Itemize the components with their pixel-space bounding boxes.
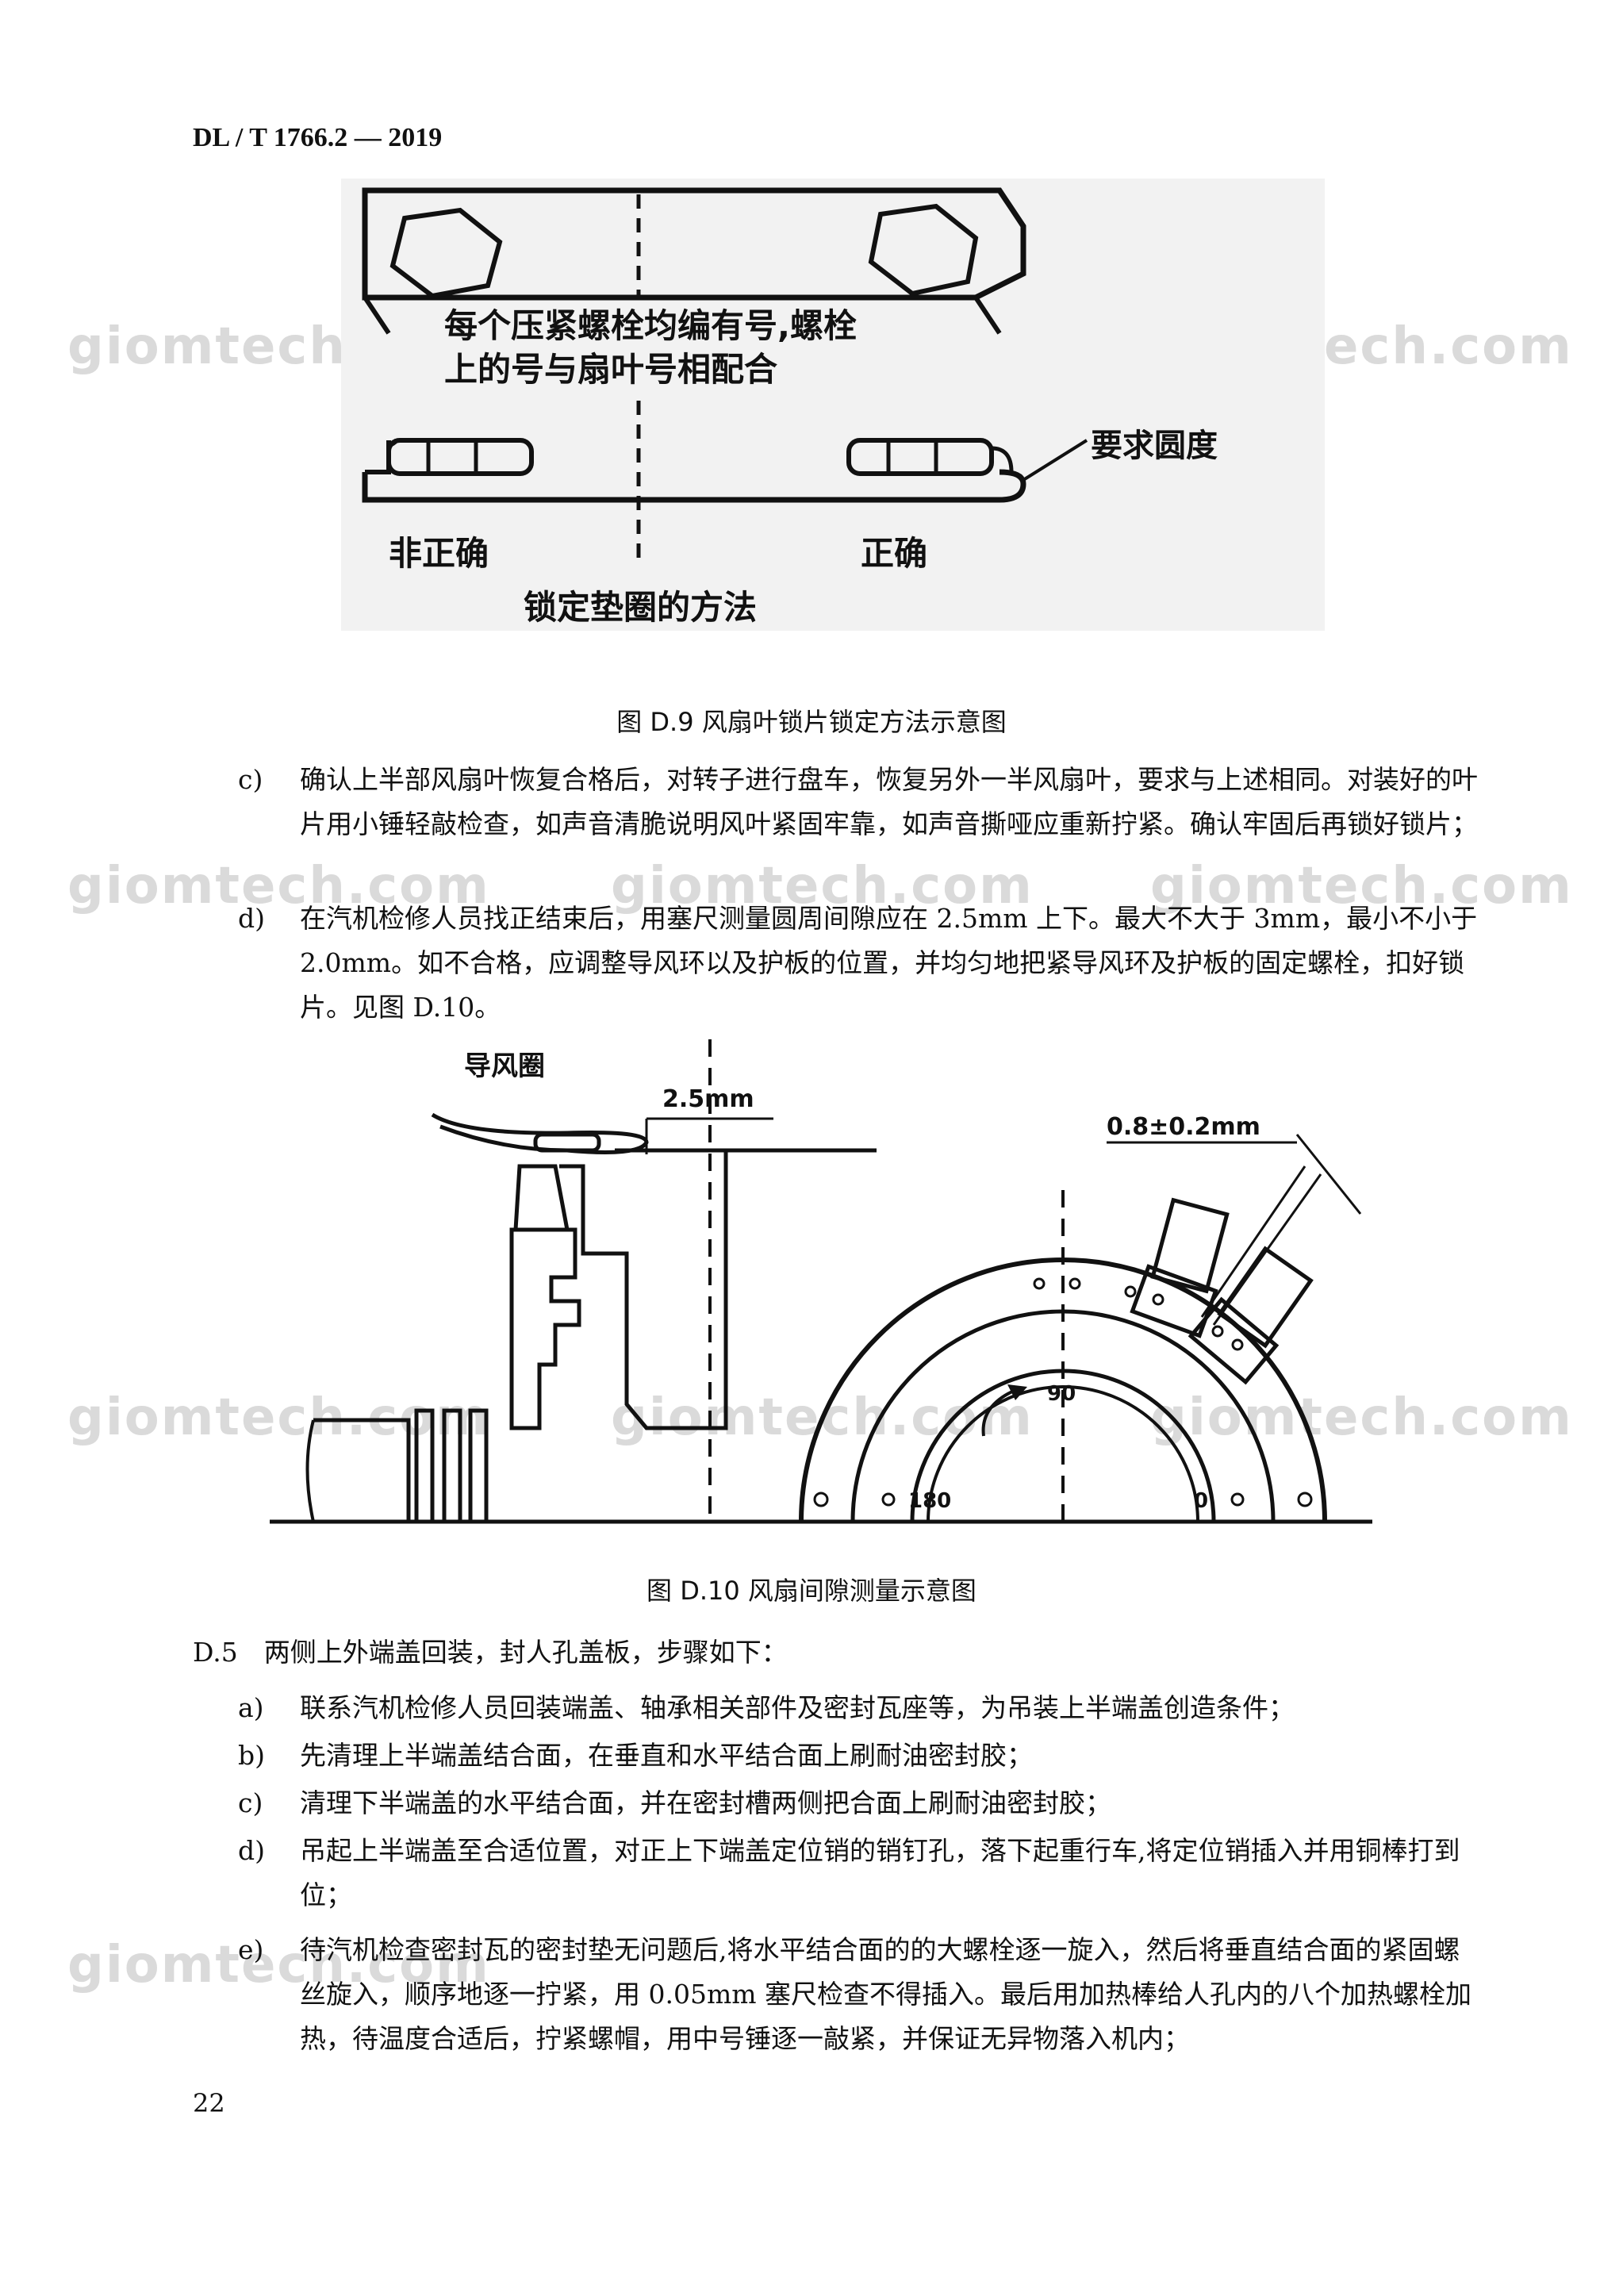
figure-d9-label-method: 锁定垫圈的方法	[524, 588, 757, 627]
figure-d9-label-right: 正确	[861, 534, 927, 573]
watermark: giomtech.com	[67, 857, 490, 916]
list-item-text: 吊起上半端盖至合适位置，对正上下端盖定位销的销钉孔，落下起重行车,将定位销插入并…	[300, 1835, 1460, 1910]
figure-d9-label-top: 每个压紧螺栓均编有号,螺栓	[444, 306, 857, 345]
document-code: DL / T 1766.2 — 2019	[193, 123, 443, 152]
figure-d10-label-gap: 2.5mm	[662, 1085, 754, 1113]
figure-d10-label-90: 90	[1047, 1382, 1076, 1406]
list-item-marker: a)	[238, 1692, 264, 1723]
list-item-text: 先清理上半端盖结合面，在垂直和水平结合面上刷耐油密封胶；	[300, 1740, 1033, 1771]
figure-d9-label-wrong: 非正确	[389, 534, 489, 573]
figure-d10-label-180: 180	[908, 1489, 951, 1513]
watermark: giomtech.com	[67, 1936, 490, 1995]
watermark: giomtech.com	[1150, 857, 1573, 916]
figure-d10-caption: 图 D.10 风扇间隙测量示意图	[647, 1576, 976, 1606]
watermark: giomtech.com	[611, 857, 1034, 916]
figure-d9-diagram: 每个压紧螺栓均编有号,螺栓 上的号与扇叶号相配合 要求圆度 非正确 正确 锁定垫…	[341, 179, 1325, 631]
figure-d10-diagram: 导风圈 2.5mm 0.8±0.2mm 90 180 0	[270, 1039, 1372, 1524]
list-item-text: 确认上半部风扇叶恢复合格后，对转子进行盘车，恢复另外一半风扇叶，要求与上述相同。…	[300, 764, 1478, 839]
page-number: 22	[193, 2088, 225, 2118]
list-item-text: 待汽机检查密封瓦的密封垫无问题后,将水平结合面的的大螺栓逐一旋入，然后将垂直结合…	[300, 1934, 1472, 2054]
list-item-marker: d)	[238, 1835, 265, 1866]
figure-d10-label-guide: 导风圈	[464, 1050, 545, 1082]
figure-d9-caption: 图 D.9 风扇叶锁片锁定方法示意图	[616, 707, 1007, 737]
list-item-marker: d)	[238, 903, 265, 934]
list-item-text: 联系汽机检修人员回装端盖、轴承相关部件及密封瓦座等，为吊装上半端盖创造条件；	[300, 1692, 1295, 1723]
list-item-text: 清理下半端盖的水平结合面，并在密封槽两侧把合面上刷耐油密封胶；	[300, 1787, 1111, 1818]
list-item-marker: c)	[238, 764, 263, 795]
figure-d10-label-tol: 0.8±0.2mm	[1107, 1113, 1260, 1141]
list-item-text: 在汽机检修人员找正结束后，用塞尺测量圆周间隙应在 2.5mm 上下。最大不大于 …	[300, 903, 1478, 1023]
figure-d10-label-0: 0	[1194, 1489, 1208, 1513]
list-item-marker: c)	[238, 1787, 263, 1818]
figure-d9-label-top2: 上的号与扇叶号相配合	[444, 350, 777, 389]
watermark: giomtech.com	[1150, 1388, 1573, 1447]
list-item-marker: e)	[238, 1934, 264, 1965]
figure-d9-label-round: 要求圆度	[1091, 428, 1218, 464]
list-item-marker: b)	[238, 1740, 265, 1771]
section-d5-title: D.5 两侧上外端盖回装，封人孔盖板，步骤如下：	[193, 1637, 788, 1668]
